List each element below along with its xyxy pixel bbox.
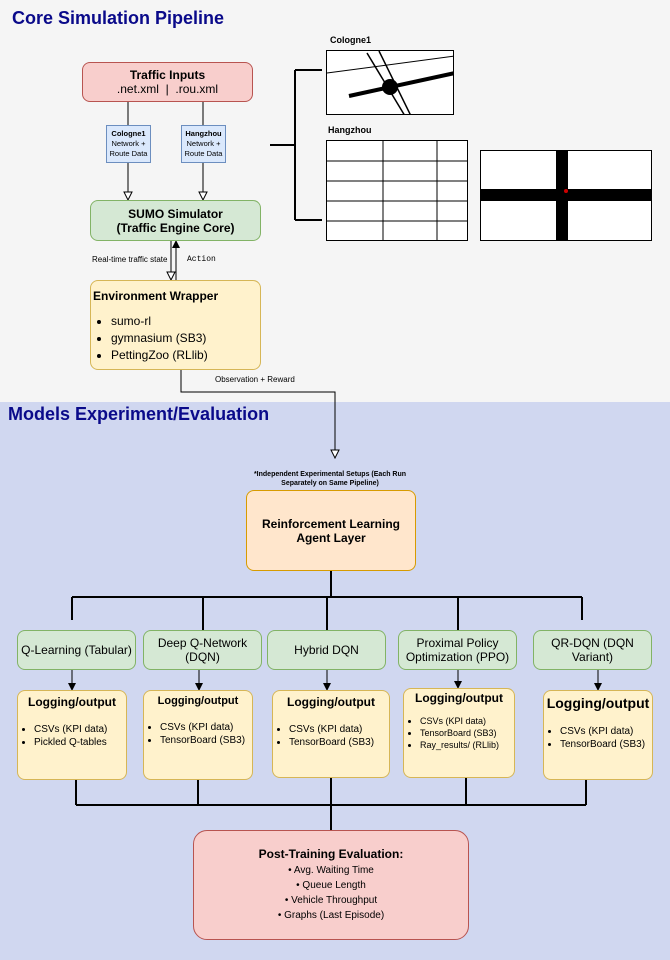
environment-wrapper-box[interactable]: Environment Wrapper sumo-rl gymnasium (S… [90, 280, 261, 370]
observation-edge-label: Observation + Reward [215, 375, 295, 384]
evaluation-item: • Queue Length [296, 880, 366, 891]
model-label: Q-Learning (Tabular) [21, 643, 132, 657]
note-line1: *Independent Experimental Setups (Each R… [253, 471, 407, 478]
model-label: Deep Q-Network [157, 636, 248, 650]
experiment-note: *Independent Experimental Setups (Each R… [190, 470, 470, 488]
model-qr-dqn[interactable]: QR-DQN (DQN Variant) [533, 630, 652, 670]
logging-item: Pickled Q-tables [34, 736, 107, 749]
logging-list: CSVs (KPI data) TensorBoard (SB3) Ray_re… [408, 715, 499, 751]
hangzhou-grid-image [326, 140, 468, 241]
logging-item: TensorBoard (SB3) [420, 727, 499, 739]
logging-item: TensorBoard (SB3) [560, 738, 645, 751]
rl-agent-box[interactable]: Reinforcement Learning Agent Layer [246, 490, 416, 571]
post-training-evaluation-box[interactable]: Post-Training Evaluation: • Avg. Waiting… [193, 830, 469, 940]
logging-item: CSVs (KPI data) [289, 723, 374, 736]
logging-box-ppo[interactable]: Logging/output CSVs (KPI data) TensorBoa… [403, 688, 515, 778]
model-label-2: Variant) [571, 650, 614, 664]
model-label: Proximal Policy [416, 636, 499, 650]
logging-list: CSVs (KPI data) TensorBoard (SB3) [277, 723, 374, 749]
logging-item: Ray_results/ (RLlib) [420, 739, 499, 751]
rl-agent-line2: Agent Layer [296, 530, 366, 545]
model-ppo[interactable]: Proximal Policy Optimization (PPO) [398, 630, 517, 670]
intersection-drawing [481, 151, 651, 240]
hangzhou-data-line1: Network + [186, 139, 221, 148]
model-label-2: (DQN) [185, 650, 220, 664]
logging-title: Logging/output [546, 695, 650, 711]
evaluation-item: • Avg. Waiting Time [288, 865, 374, 876]
hangzhou-map-label: Hangzhou [328, 125, 372, 135]
logging-box-hybrid-dqn[interactable]: Logging/output CSVs (KPI data) TensorBoa… [272, 690, 390, 778]
note-line2: Separately on Same Pipeline) [281, 480, 379, 487]
action-edge-label: Action [187, 255, 216, 264]
model-dqn[interactable]: Deep Q-Network (DQN) [143, 630, 262, 670]
model-label: QR-DQN (DQN [551, 636, 634, 650]
cologne-map-drawing [327, 51, 453, 114]
logging-title: Logging/output [28, 695, 116, 709]
cologne-data-line2: Route Data [109, 149, 148, 158]
logging-title: Logging/output [157, 695, 239, 707]
hangzhou-data-name: Hangzhou [185, 129, 222, 138]
cologne-map-image [326, 50, 454, 115]
traffic-inputs-files: .net.xml | .rou.xml [116, 82, 219, 96]
cologne-data-name: Cologne1 [111, 129, 146, 138]
evaluation-item: • Graphs (Last Episode) [277, 910, 385, 921]
core-pipeline-title: Core Simulation Pipeline [12, 8, 225, 28]
traffic-inputs-title: Traffic Inputs [129, 68, 206, 82]
hangzhou-data-line2: Route Data [184, 149, 223, 158]
logging-item: CSVs (KPI data) [560, 725, 645, 738]
hangzhou-data-box[interactable]: Hangzhou Network + Route Data [181, 125, 226, 163]
environment-wrapper-list: sumo-rl gymnasium (SB3) PettingZoo (RLli… [93, 313, 208, 364]
cologne-data-line1: Network + [111, 139, 146, 148]
logging-item: CSVs (KPI data) [160, 721, 245, 734]
logging-list: CSVs (KPI data) TensorBoard (SB3) [548, 725, 645, 751]
model-hybrid-dqn[interactable]: Hybrid DQN [267, 630, 386, 670]
logging-title: Logging/output [287, 695, 375, 709]
cologne-map-label: Cologne1 [330, 35, 372, 45]
model-label-2: Optimization (PPO) [405, 650, 510, 664]
env-item: PettingZoo (RLlib) [111, 347, 208, 364]
model-q-learning[interactable]: Q-Learning (Tabular) [17, 630, 136, 670]
intersection-image [480, 150, 652, 241]
model-label: Hybrid DQN [294, 643, 359, 657]
env-item: sumo-rl [111, 313, 208, 330]
environment-wrapper-title: Environment Wrapper [93, 289, 219, 303]
logging-list: CSVs (KPI data) Pickled Q-tables [22, 723, 107, 749]
evaluation-title: Post-Training Evaluation: [258, 847, 404, 861]
logging-item: TensorBoard (SB3) [289, 736, 374, 749]
logging-box-qr-dqn[interactable]: Logging/output CSVs (KPI data) TensorBoa… [543, 690, 653, 780]
rl-agent-line1: Reinforcement Learning [261, 516, 401, 531]
logging-list: CSVs (KPI data) TensorBoard (SB3) [148, 721, 245, 747]
logging-title: Logging/output [415, 691, 503, 705]
env-item: gymnasium (SB3) [111, 330, 208, 347]
sumo-simulator-box[interactable]: SUMO Simulator (Traffic Engine Core) [90, 200, 261, 241]
logging-item: CSVs (KPI data) [420, 715, 499, 727]
logging-box-dqn[interactable]: Logging/output CSVs (KPI data) TensorBoa… [143, 690, 253, 780]
logging-item: TensorBoard (SB3) [160, 734, 245, 747]
logging-box-q-learning[interactable]: Logging/output CSVs (KPI data) Pickled Q… [17, 690, 127, 780]
traffic-inputs-box[interactable]: Traffic Inputs .net.xml | .rou.xml [82, 62, 253, 102]
logging-item: CSVs (KPI data) [34, 723, 107, 736]
cologne-data-box[interactable]: Cologne1 Network + Route Data [106, 125, 151, 163]
sumo-line2: (Traffic Engine Core) [116, 220, 235, 235]
state-edge-label: Real-time traffic state [92, 255, 168, 264]
sumo-line1: SUMO Simulator [128, 206, 223, 221]
evaluation-item: • Vehicle Throughput [284, 895, 378, 906]
models-section-title: Models Experiment/Evaluation [8, 404, 270, 424]
hangzhou-grid-drawing [327, 141, 467, 240]
